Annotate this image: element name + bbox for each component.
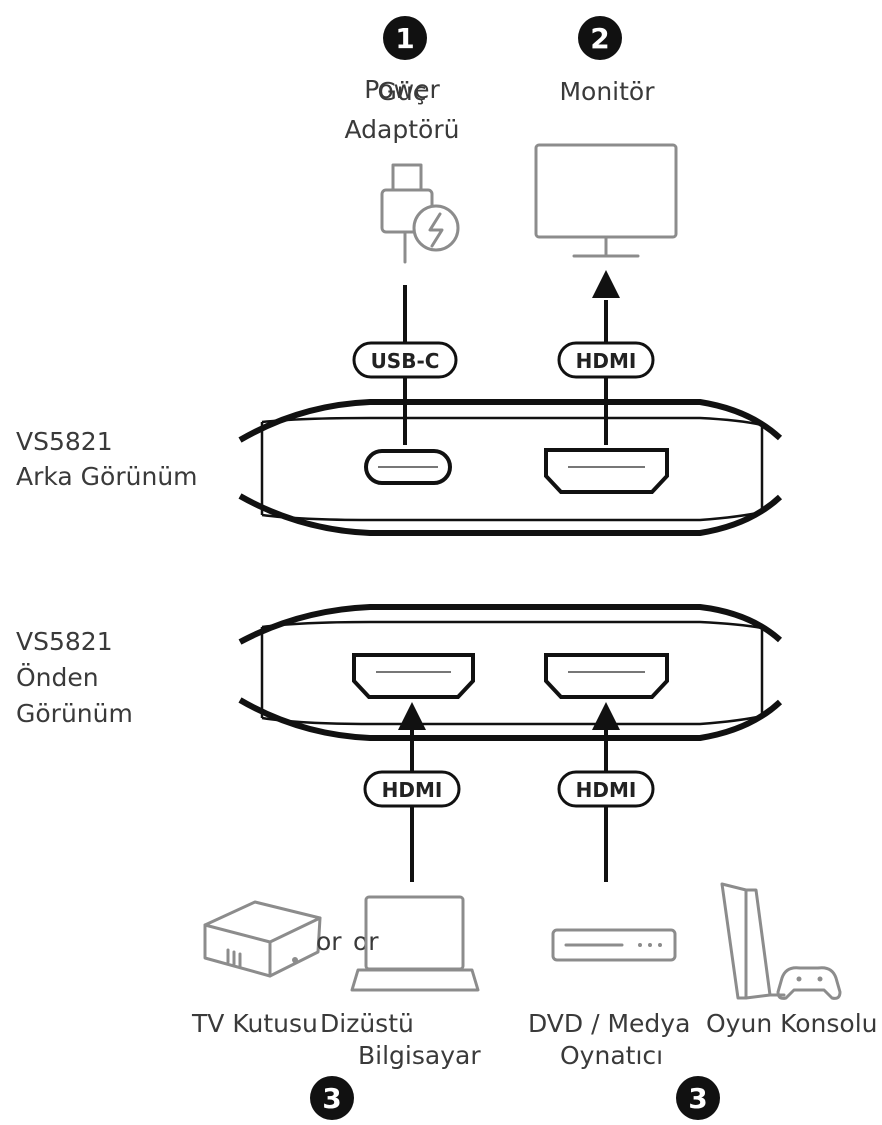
hdmi-front-right-tag: HDMI [557, 770, 655, 808]
power-label-line2: Adaptörü [345, 115, 460, 144]
svg-text:3: 3 [322, 1082, 341, 1115]
tv-box-label: TV Kutusu [191, 1009, 318, 1038]
front-view-label-line1: VS5821 [16, 627, 113, 656]
rear-view-label-line2: Arka Görünüm [16, 462, 198, 491]
svg-text:HDMI: HDMI [382, 778, 443, 802]
hdmi-front-left-tag: HDMI [363, 770, 461, 808]
svg-text:2: 2 [590, 22, 609, 55]
dvd-label-line2: Oynatıcı [560, 1041, 663, 1070]
dvd-player-icon [551, 928, 677, 962]
hdmi-rear-tag: HDMI [557, 341, 655, 379]
marker-3-right: 3 [676, 1076, 720, 1120]
power-label-overlap: Power [364, 75, 440, 104]
svg-text:1: 1 [395, 22, 414, 55]
svg-text:HDMI: HDMI [576, 349, 637, 373]
monitor-icon [534, 143, 678, 258]
arrow-up-icon [398, 702, 426, 730]
laptop-label-line2: Bilgisayar [358, 1041, 481, 1070]
laptop-label-line1: Dizüstü [320, 1009, 414, 1038]
marker-3-left: 3 [310, 1076, 354, 1120]
laptop-icon [350, 895, 480, 992]
tv-box-icon [203, 900, 322, 978]
front-view-label-line2: Önden [16, 663, 99, 692]
marker-1: 1 [383, 16, 427, 60]
marker-2: 2 [578, 16, 622, 60]
svg-text:USB-C: USB-C [371, 349, 440, 373]
arrow-up-icon [592, 702, 620, 730]
svg-text:3: 3 [688, 1082, 707, 1115]
power-adapter-icon [380, 163, 460, 264]
power-label-line1: Güç [378, 77, 427, 106]
hdmi-in-port-2 [544, 653, 669, 699]
usb-c-tag: USB-C [352, 341, 458, 379]
arrow-up-icon [592, 270, 620, 298]
front-view-label-line3: Görünüm [16, 699, 133, 728]
svg-text:HDMI: HDMI [576, 778, 637, 802]
device-rear-view [238, 399, 783, 536]
monitor-label: Monitör [559, 77, 655, 106]
hdmi-out-port [544, 448, 669, 494]
or-text-1: or [316, 927, 342, 956]
dvd-label-line1: DVD / Medya [528, 1009, 690, 1038]
console-label: Oyun Konsolu [706, 1009, 878, 1038]
rear-view-label-line1: VS5821 [16, 427, 113, 456]
game-console-icon [720, 882, 842, 1000]
device-front-view [238, 604, 783, 741]
hdmi-in-port-1 [352, 653, 475, 699]
